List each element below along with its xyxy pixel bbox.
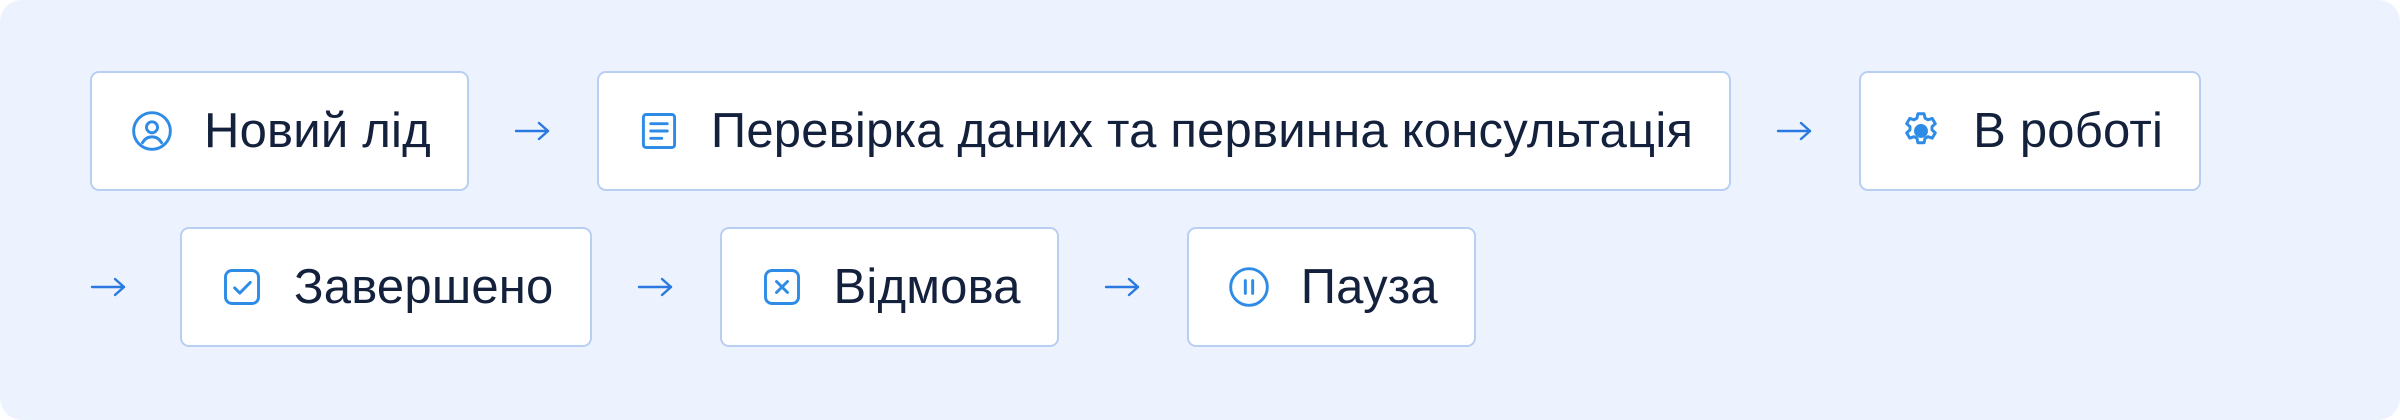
document-lines-icon bbox=[637, 109, 681, 153]
step-label: Новий лід bbox=[204, 104, 431, 158]
step-paused[interactable]: Пауза bbox=[1186, 227, 1476, 347]
pause-circle-icon bbox=[1227, 265, 1271, 309]
step-label: Перевірка даних та первинна консультація bbox=[710, 104, 1694, 158]
step-in-progress[interactable]: В роботі bbox=[1859, 71, 2202, 191]
step-completed[interactable]: Завершено bbox=[180, 227, 592, 347]
workflow-row-2: Завершено Відмова bbox=[90, 227, 1476, 347]
arrow-right-icon bbox=[592, 227, 720, 347]
close-box-icon bbox=[760, 265, 804, 309]
step-label: Відмова bbox=[833, 260, 1021, 314]
checkbox-check-icon bbox=[220, 265, 264, 309]
arrow-right-icon bbox=[1731, 71, 1859, 191]
step-label: Завершено bbox=[294, 260, 554, 314]
arrow-right-icon bbox=[1059, 227, 1187, 347]
step-label: В роботі bbox=[1973, 104, 2164, 158]
user-circle-icon bbox=[130, 109, 174, 153]
step-label: Пауза bbox=[1300, 260, 1438, 314]
step-rejected[interactable]: Відмова bbox=[719, 227, 1059, 347]
step-new-lead[interactable]: Новий лід bbox=[90, 71, 469, 191]
gear-icon bbox=[1899, 109, 1943, 153]
workflow-row-1: Новий лід Перевірка даних та первинна ко… bbox=[90, 71, 2202, 191]
arrow-right-icon bbox=[469, 71, 597, 191]
step-data-check-consultation[interactable]: Перевірка даних та первинна консультація bbox=[596, 71, 1732, 191]
arrow-right-icon bbox=[90, 227, 180, 347]
